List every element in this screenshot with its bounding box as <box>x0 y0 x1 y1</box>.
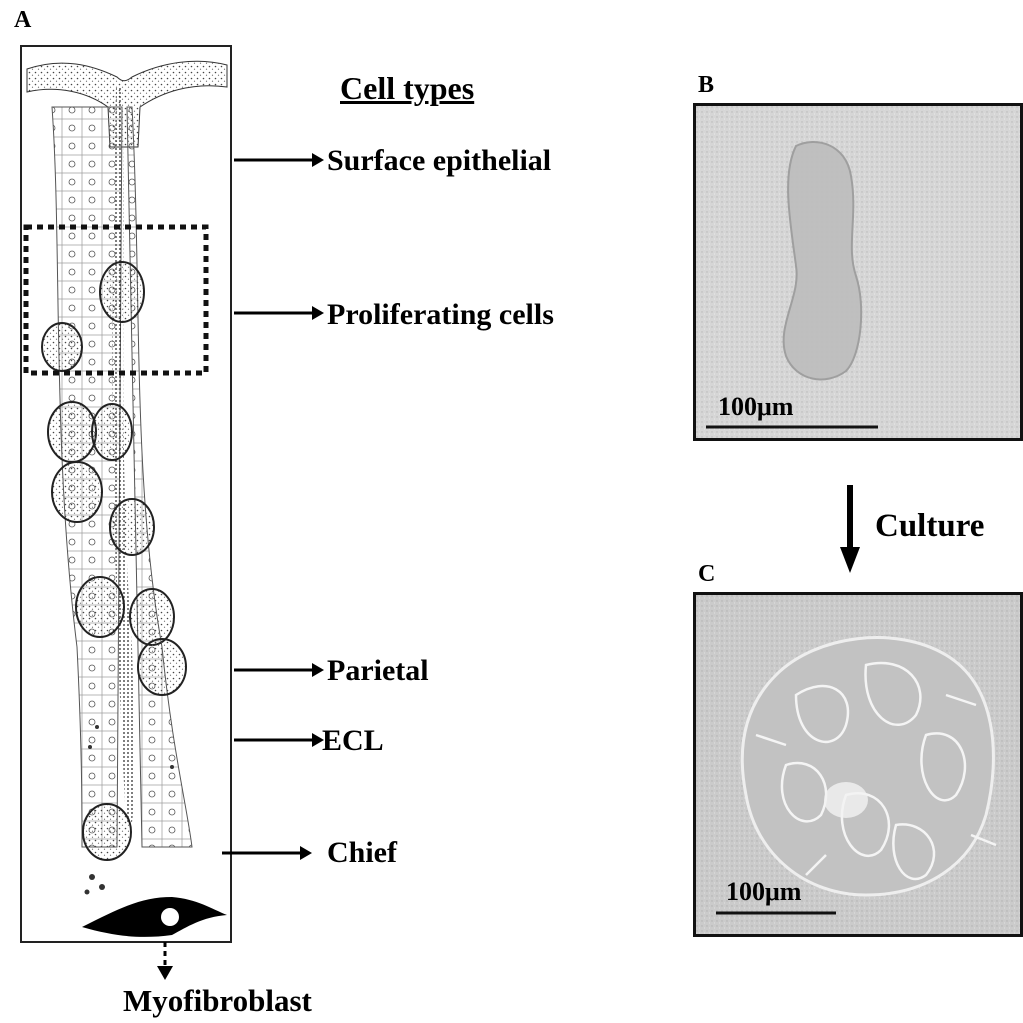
cell-types-heading: Cell types <box>340 72 474 104</box>
micrograph-c: 100μm <box>693 592 1023 937</box>
panel-a-letter: A <box>14 8 31 32</box>
arrow-surface-epithelial <box>234 150 324 170</box>
label-myofibroblast: Myofibroblast <box>123 985 312 1016</box>
label-parietal: Parietal <box>327 656 429 686</box>
arrow-parietal <box>234 660 324 680</box>
gland-drawing <box>22 47 230 941</box>
culture-arrow <box>838 485 862 575</box>
panel-b-letter: B <box>698 73 714 97</box>
gastric-gland-illustration <box>20 45 232 943</box>
arrow-proliferating-cells <box>234 303 324 323</box>
scale-label-b: 100μm <box>718 394 793 420</box>
isolated-gland-b <box>784 142 862 379</box>
micrograph-b: 100μm <box>693 103 1023 441</box>
label-proliferating-cells: Proliferating cells <box>327 300 554 330</box>
myofibroblast-cell <box>82 897 227 937</box>
label-surface-epithelial: Surface epithelial <box>327 146 551 176</box>
gland-right-wall <box>127 107 192 847</box>
arrow-myofibroblast <box>150 942 180 982</box>
micrograph-b-image <box>696 106 1020 438</box>
label-chief: Chief <box>327 838 397 868</box>
arrow-chief <box>222 843 312 863</box>
scale-label-c: 100μm <box>726 879 801 905</box>
panel-c-letter: C <box>698 562 715 586</box>
label-culture: Culture <box>875 510 984 543</box>
arrow-ecl <box>234 730 324 750</box>
myofibroblast-nucleus <box>161 908 179 926</box>
label-ecl: ECL <box>322 726 384 756</box>
